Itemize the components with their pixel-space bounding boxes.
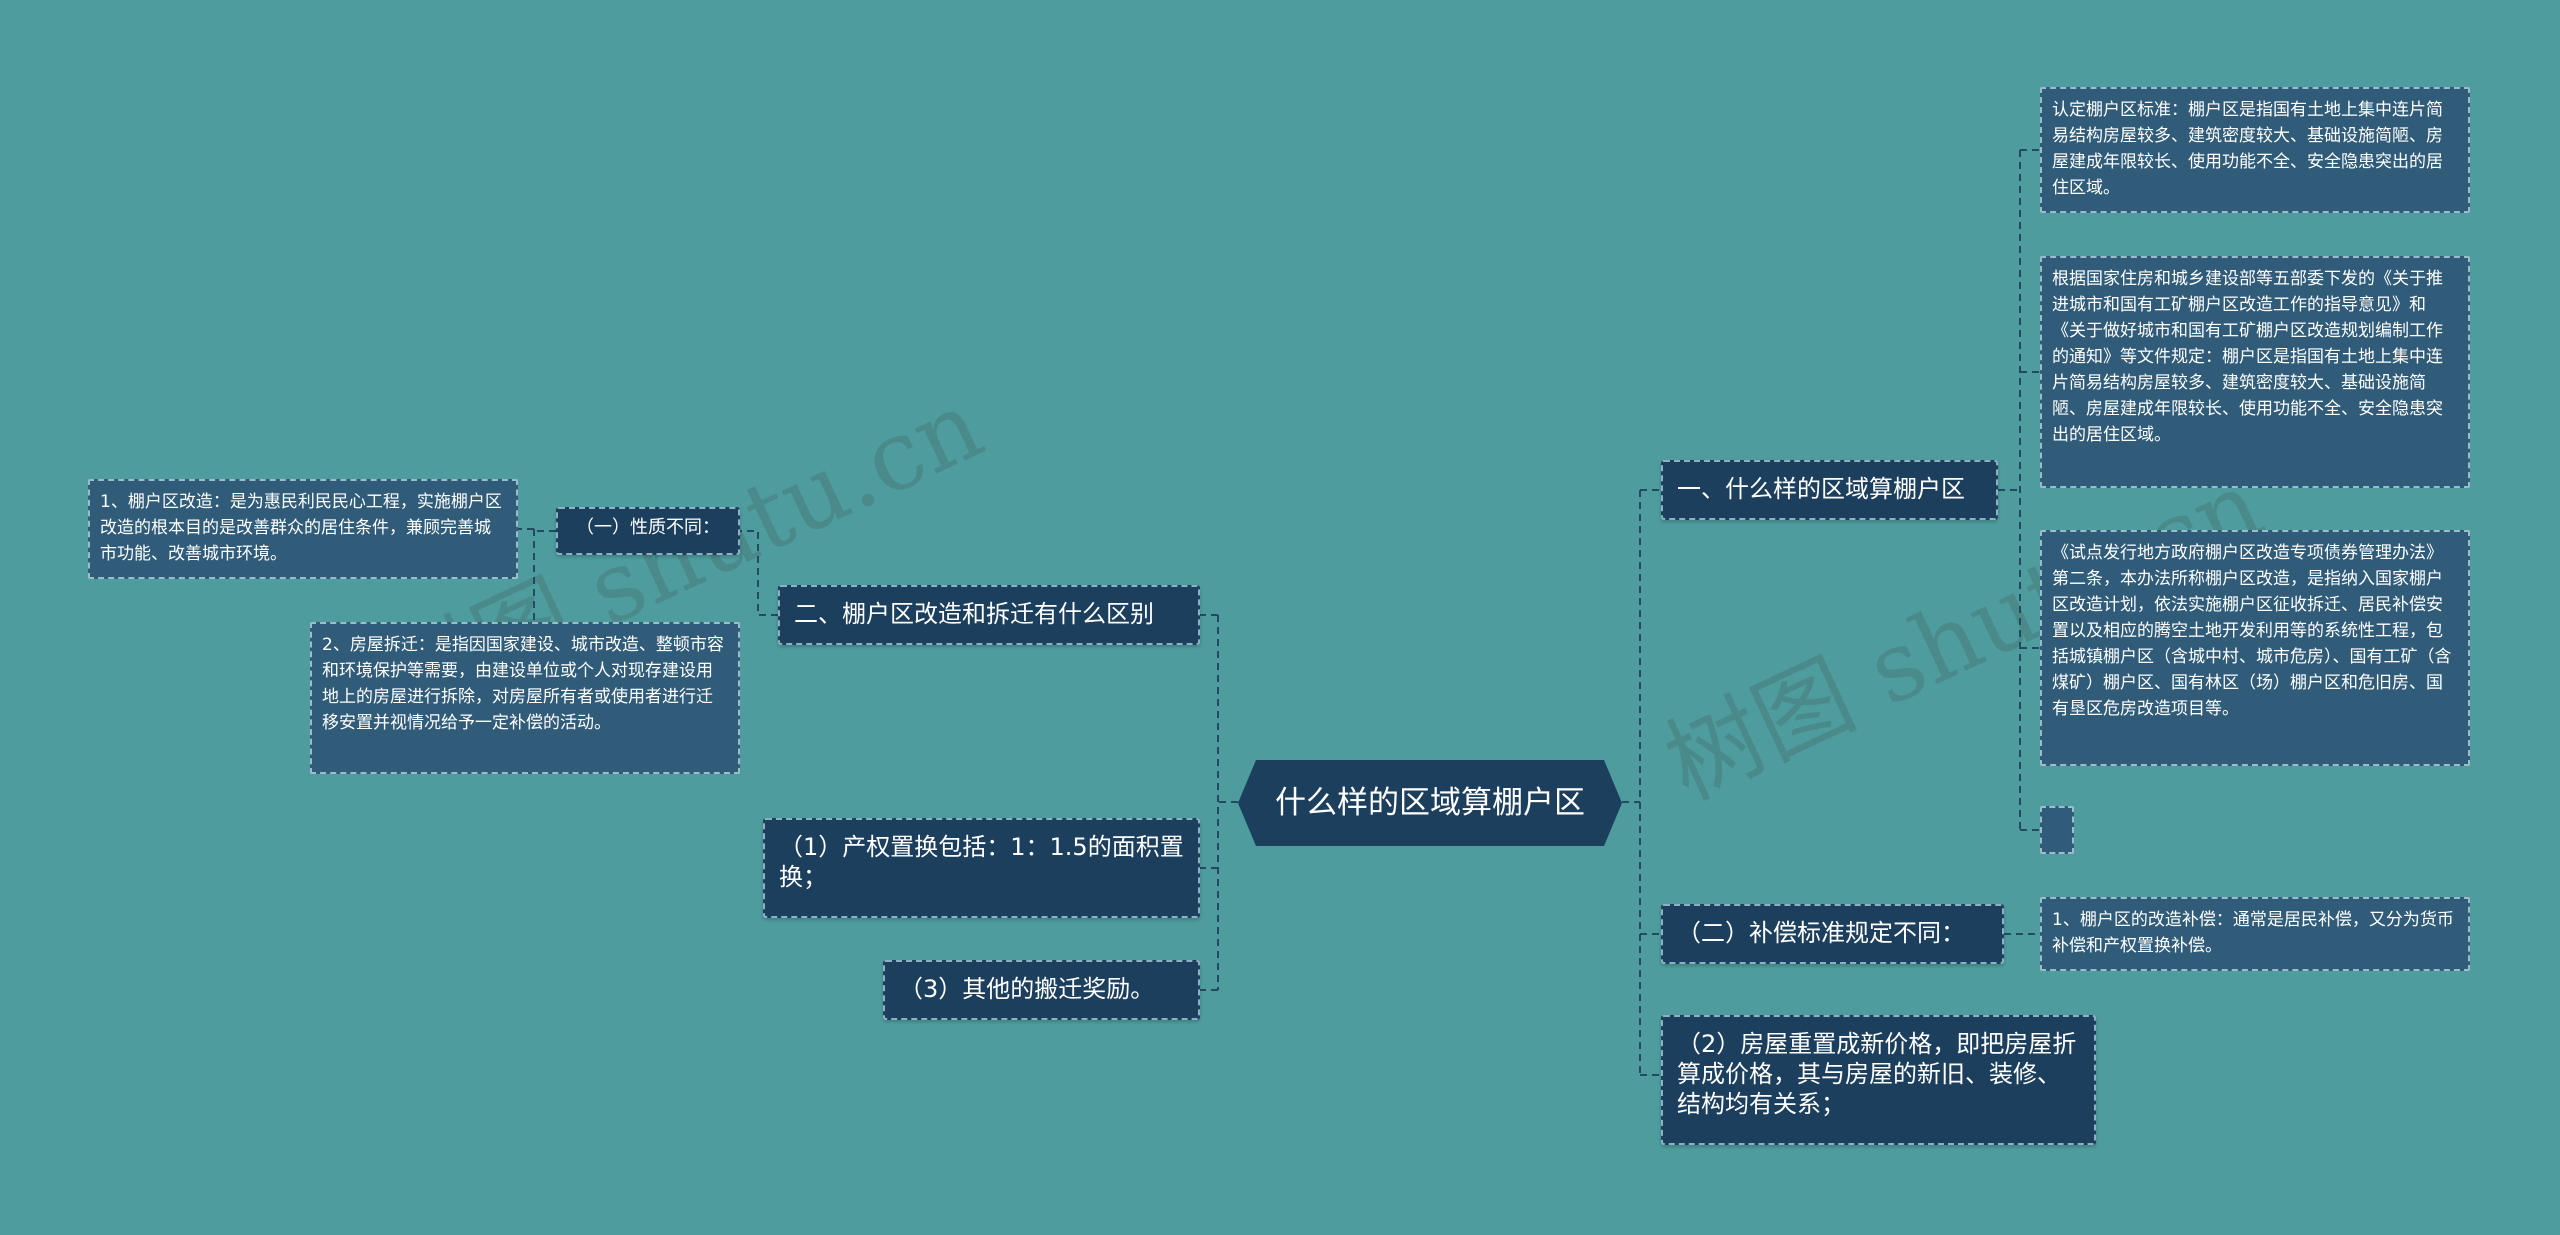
topic-other-rewards[interactable]: （3）其他的搬迁奖励。: [883, 960, 1200, 1020]
connector-detail-spine: [1998, 150, 2021, 830]
detail-shantytown-renovation[interactable]: 1、棚户区改造：是为惠民利民民心工程，实施棚户区改造的根本目的是改善群众的居住条…: [88, 479, 518, 579]
detail-house-demolition[interactable]: 2、房屋拆迁：是指因国家建设、城市改造、整顿市容和环境保护等需要，由建设单位或个…: [310, 622, 740, 774]
detail-shantytown-standard[interactable]: 认定棚户区标准：棚户区是指国有土地上集中连片简易结构房屋较多、建筑密度较大、基础…: [2040, 87, 2470, 213]
detail-ministry-guideline[interactable]: 根据国家住房和城乡建设部等五部委下发的《关于推进城市和国有工矿棚户区改造工作的指…: [2040, 256, 2470, 488]
detail-shantytown-compensation[interactable]: 1、棚户区的改造补偿：通常是居民补偿，又分为货币补偿和产权置换补偿。: [2040, 897, 2470, 971]
topic-difference[interactable]: 二、棚户区改造和拆迁有什么区别: [778, 585, 1200, 645]
root-node[interactable]: 什么样的区域算棚户区: [1238, 760, 1622, 846]
subtopic-nature-different[interactable]: （一）性质不同：: [556, 507, 740, 555]
detail-bond-measures[interactable]: 《试点发行地方政府棚户区改造专项债券管理办法》第二条，本办法所称棚户区改造，是指…: [2040, 530, 2470, 766]
topic-compensation-standard[interactable]: （二）补偿标准规定不同：: [1661, 904, 2004, 964]
topic-replacement-price[interactable]: （2）房屋重置成新价格，即把房屋折算成价格，其与房屋的新旧、装修、结构均有关系；: [1661, 1015, 2096, 1145]
topic-what-is-shantytown[interactable]: 一、什么样的区域算棚户区: [1661, 460, 1998, 520]
detail-empty[interactable]: [2040, 806, 2074, 854]
topic-property-swap[interactable]: （1）产权置换包括：1：1.5的面积置换；: [763, 818, 1200, 918]
connector-sub-details: [533, 529, 556, 698]
connector-left-sub: [740, 530, 778, 616]
